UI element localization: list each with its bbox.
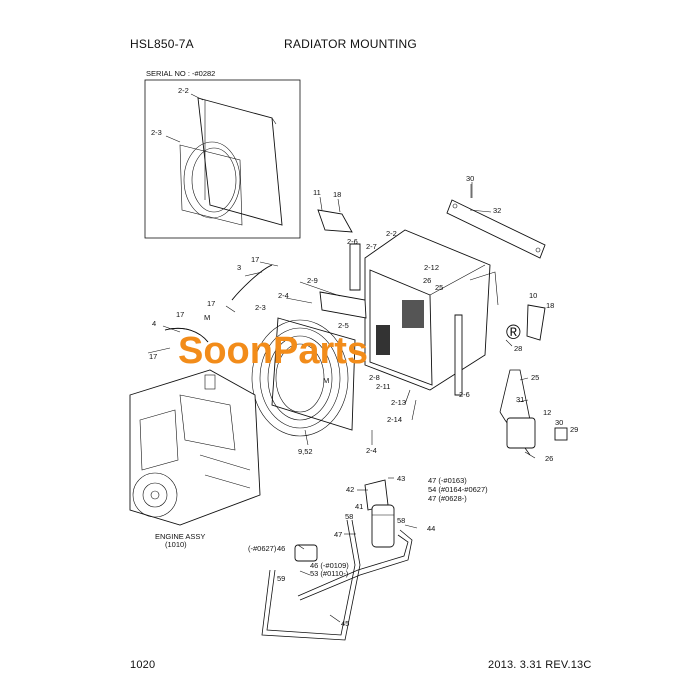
label-2-2: 2-2 bbox=[386, 229, 397, 238]
engine-caption-2: (1010) bbox=[165, 540, 187, 549]
label-2-12: 2-12 bbox=[424, 263, 439, 272]
serial-inset: SERIAL NO : -#0282 2-2 2-3 bbox=[144, 69, 301, 239]
label-2-13: 2-13 bbox=[391, 398, 406, 407]
label-0627: (-#0627) bbox=[248, 544, 277, 553]
label-44: 44 bbox=[427, 524, 435, 533]
watermark-registered: ® bbox=[506, 322, 521, 344]
label-45: 45 bbox=[341, 619, 349, 628]
label-18a: 18 bbox=[333, 190, 341, 199]
label-26a: 26 bbox=[423, 276, 431, 285]
label-17c: 17 bbox=[176, 310, 184, 319]
inset-label-2-3: 2-3 bbox=[151, 128, 162, 137]
model-code: HSL850-7A bbox=[130, 37, 194, 51]
fan-shroud bbox=[251, 317, 356, 437]
part-32-strip bbox=[446, 182, 546, 259]
label-2-7: 2-7 bbox=[366, 242, 377, 251]
label-58b: 58 bbox=[397, 516, 405, 525]
label-m1: M bbox=[204, 313, 210, 322]
label-3: 3 bbox=[237, 263, 241, 272]
label-2-4a: 2-4 bbox=[278, 291, 289, 300]
label-58a: 58 bbox=[345, 512, 353, 521]
label-31: 31 bbox=[516, 395, 524, 404]
inset-label-2-2: 2-2 bbox=[178, 86, 189, 95]
label-2-8: 2-8 bbox=[369, 373, 380, 382]
label-4: 4 bbox=[152, 319, 156, 328]
page-title: RADIATOR MOUNTING bbox=[284, 37, 417, 51]
serial-note: SERIAL NO : -#0282 bbox=[146, 69, 215, 78]
label-30: 30 bbox=[466, 174, 474, 183]
label-2-5: 2-5 bbox=[338, 321, 349, 330]
label-29: 29 bbox=[570, 425, 578, 434]
label-46b: 46 (-#0109) bbox=[310, 561, 349, 570]
label-17d: 17 bbox=[149, 352, 157, 361]
label-46a: 46 bbox=[277, 544, 285, 553]
label-2-4b: 2-4 bbox=[366, 446, 377, 455]
label-2-6a: 2-6 bbox=[347, 237, 358, 246]
label-12: 12 bbox=[543, 408, 551, 417]
watermark-text: SoonParts bbox=[178, 330, 369, 372]
label-53: 53 (#0110-) bbox=[310, 569, 349, 578]
label-43: 43 bbox=[397, 474, 405, 483]
label-32: 32 bbox=[493, 206, 501, 215]
label-26b: 26 bbox=[545, 454, 553, 463]
label-2-14: 2-14 bbox=[387, 415, 402, 424]
label-m2: M bbox=[323, 376, 329, 385]
leader-lines bbox=[147, 184, 536, 623]
radiator-assembly bbox=[317, 209, 546, 396]
label-10: 10 bbox=[529, 291, 537, 300]
label-42: 42 bbox=[346, 485, 354, 494]
filter-assembly bbox=[294, 479, 395, 562]
label-2-9: 2-9 bbox=[307, 276, 318, 285]
pipes bbox=[261, 519, 413, 641]
label-17a: 17 bbox=[251, 255, 259, 264]
label-59: 59 bbox=[277, 574, 285, 583]
label-17b: 17 bbox=[207, 299, 215, 308]
label-47a: 47 (-#0163) bbox=[428, 476, 467, 485]
engine-caption-1: ENGINE ASSY bbox=[155, 532, 205, 541]
label-2-6b: 2-6 bbox=[459, 390, 470, 399]
page-number: 1020 bbox=[130, 659, 156, 671]
label-25a: 25 bbox=[435, 283, 443, 292]
label-18b: 18 bbox=[546, 301, 554, 310]
revision-date: 2013. 3.31 REV.13C bbox=[488, 659, 592, 671]
label-2-3: 2-3 bbox=[255, 303, 266, 312]
label-47c: 47 bbox=[334, 530, 342, 539]
label-2-11: 2-11 bbox=[376, 382, 390, 391]
label-47b: 47 (#0628-) bbox=[428, 494, 467, 503]
label-25b: 25 bbox=[531, 373, 539, 382]
label-28: 28 bbox=[514, 344, 522, 353]
label-41: 41 bbox=[355, 502, 363, 511]
engine-assy bbox=[129, 369, 261, 526]
label-11: 11 bbox=[313, 188, 321, 197]
hoses bbox=[164, 264, 273, 343]
label-30b: 30 bbox=[555, 418, 563, 427]
label-9-52: 9,52 bbox=[298, 447, 313, 456]
reservoir-tank bbox=[499, 369, 568, 456]
label-54: 54 (#0164-#0627) bbox=[428, 485, 488, 494]
